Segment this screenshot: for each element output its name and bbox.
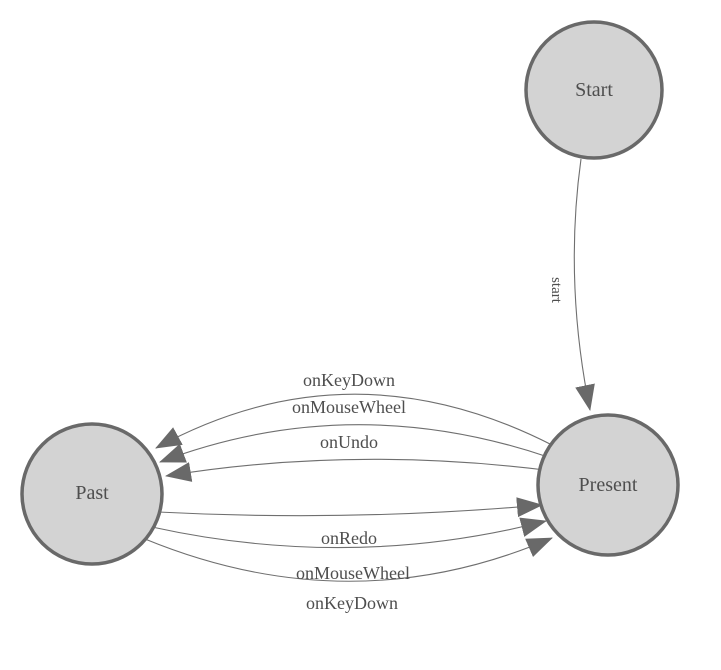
node-past[interactable]: Past [20,422,164,566]
edge-present-to-past-onmousewheel[interactable] [159,424,549,463]
edge-start-to-present[interactable] [573,158,595,411]
edge-label-onmousewheel-top: onMouseWheel [292,397,406,417]
edge-past-to-present-onmousewheel[interactable] [151,517,547,549]
edge-label-onmousewheel-bottom: onMouseWheel [296,563,410,583]
edge-label-start: start [548,277,564,304]
edge-present-to-past-onkeydown[interactable] [155,393,553,449]
edge-label-onkeydown-top: onKeyDown [303,370,395,390]
edge-label-onkeydown-bottom: onKeyDown [306,593,398,613]
edge-past-to-present-onredo[interactable] [157,497,543,518]
edge-label-onundo: onUndo [320,432,378,452]
node-past-label: Past [75,482,109,504]
node-present[interactable]: Present [536,413,680,557]
edge-label-layer: start onKeyDown onMouseWheel onUndo onRe… [292,277,564,613]
edge-past-to-present-onkeydown[interactable] [144,537,553,582]
node-present-circle[interactable] [536,413,680,557]
node-past-circle[interactable] [20,422,164,566]
node-start-circle[interactable] [524,20,664,160]
edge-label-onredo: onRedo [321,528,377,548]
edge-layer [144,158,595,582]
edge-present-to-past-onundo[interactable] [165,458,546,482]
node-present-label: Present [579,474,638,496]
node-start-label: Start [575,79,613,101]
node-start[interactable]: Start [524,20,664,160]
